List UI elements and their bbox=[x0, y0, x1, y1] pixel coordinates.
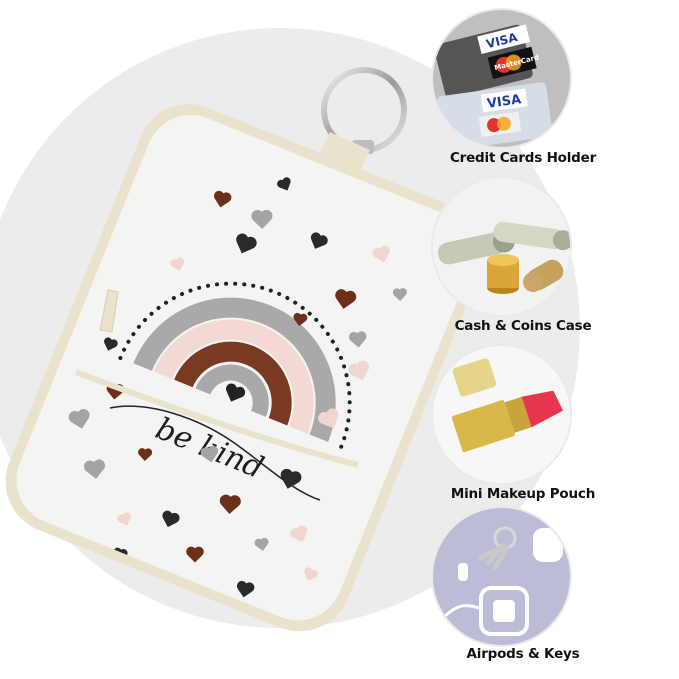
feature-credit-cards: VISA MasterCard VISA Credit Cards Holder bbox=[433, 10, 679, 175]
credit-cards-icon: VISA MasterCard VISA bbox=[433, 10, 570, 147]
heart-pattern-icon bbox=[236, 233, 257, 254]
feature-makeup: Mini Makeup Pouch bbox=[433, 346, 679, 511]
heart-pattern-icon bbox=[318, 408, 339, 429]
pocket-seam bbox=[74, 369, 359, 468]
feature-label: Cash & Coins Case bbox=[454, 318, 592, 334]
heart-pattern-icon bbox=[254, 537, 269, 551]
heart-pattern-icon bbox=[236, 580, 255, 598]
heart-pattern-icon bbox=[104, 337, 118, 351]
pouch-body bbox=[5, 104, 484, 632]
airpods-keys-icon bbox=[433, 508, 570, 645]
heart-pattern-icon bbox=[219, 494, 241, 514]
heart-pattern-icon bbox=[277, 177, 291, 191]
feature-label: Credit Cards Holder bbox=[449, 150, 597, 166]
heart-pattern-icon bbox=[138, 448, 153, 461]
heart-pattern-icon bbox=[68, 409, 90, 429]
zipper-pull bbox=[99, 289, 119, 333]
cash-coins-icon bbox=[433, 178, 570, 315]
heart-pattern-icon bbox=[186, 546, 204, 563]
heart-pattern-icon bbox=[84, 459, 106, 479]
heart-pattern-icon bbox=[162, 510, 180, 528]
heart-pattern-icon bbox=[290, 525, 308, 542]
heart-pattern-icon bbox=[372, 245, 390, 263]
heart-pattern-icon bbox=[200, 445, 219, 463]
feature-cash-coins: Cash & Coins Case bbox=[433, 178, 679, 343]
feature-airpods-keys: Airpods & Keys bbox=[433, 508, 679, 673]
heart-pattern-icon bbox=[293, 312, 308, 326]
heart-pattern-icon bbox=[392, 288, 407, 301]
heart-pattern-icon bbox=[117, 512, 131, 526]
feature-label: Airpods & Keys bbox=[466, 646, 580, 662]
lipstick-icon bbox=[433, 346, 570, 483]
heart-pattern-icon bbox=[310, 232, 328, 249]
heart-pattern-icon bbox=[348, 360, 370, 381]
feature-label: Mini Makeup Pouch bbox=[450, 486, 596, 502]
heart-pattern-icon bbox=[214, 190, 232, 208]
heart-pattern-icon bbox=[335, 289, 357, 309]
heart-pattern-icon bbox=[170, 257, 185, 271]
heart-pattern-icon bbox=[280, 468, 302, 489]
heart-pattern-icon bbox=[304, 567, 318, 581]
visa-label-2: VISA bbox=[486, 92, 522, 112]
heart-pattern-icon bbox=[251, 209, 273, 229]
heart-pattern-icon bbox=[348, 331, 367, 348]
